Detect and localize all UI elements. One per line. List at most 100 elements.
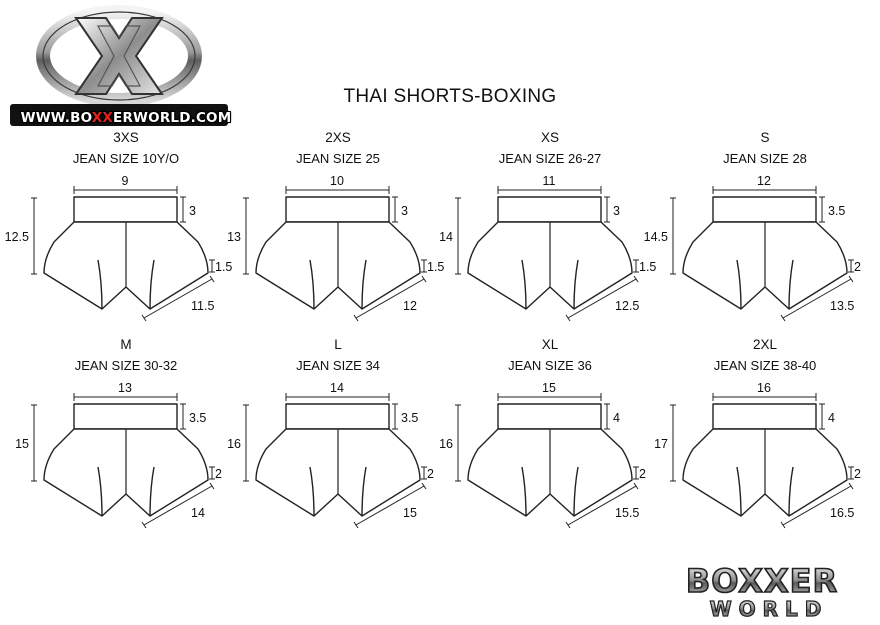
band-dimension: 3 bbox=[604, 196, 620, 223]
hem-value: 2 bbox=[427, 467, 434, 481]
brand-logo-bottom: BOXXER WORLD bbox=[655, 561, 870, 621]
band-value: 4 bbox=[613, 411, 620, 425]
size-name: S bbox=[760, 130, 770, 145]
leg-dimension: 12.5 bbox=[565, 275, 639, 322]
waistband-shape bbox=[285, 196, 390, 223]
hem-value: 1.5 bbox=[639, 260, 656, 274]
waist-value: 13 bbox=[118, 381, 132, 395]
hem-value: 1.5 bbox=[427, 260, 444, 274]
left-leg-line bbox=[309, 259, 315, 310]
band-value: 3.5 bbox=[828, 204, 845, 218]
xx-emblem-icon bbox=[10, 5, 228, 126]
hem-value: 1.5 bbox=[215, 260, 232, 274]
leg-value: 15 bbox=[403, 506, 417, 520]
leg-dimension: 15.5 bbox=[565, 482, 639, 529]
wordmark-line2: WORLD bbox=[710, 597, 829, 621]
left-leg-line bbox=[521, 259, 527, 310]
waist-value: 11 bbox=[543, 174, 556, 188]
length-value: 17 bbox=[654, 437, 668, 451]
right-leg-line bbox=[361, 259, 367, 310]
leg-dimension: 15 bbox=[353, 482, 427, 529]
waistband-shape bbox=[712, 196, 817, 223]
waist-value: 15 bbox=[542, 381, 556, 395]
waistband-shape bbox=[73, 403, 178, 430]
brand-logo-top: WWW.BOXXERWORLD.COM bbox=[8, 4, 231, 128]
jean-size: JEAN SIZE 36 bbox=[508, 358, 592, 373]
waistband-shape bbox=[497, 196, 602, 223]
hem-dimension: 2 bbox=[209, 466, 222, 481]
length-value: 14.5 bbox=[644, 230, 668, 244]
jean-size: JEAN SIZE 25 bbox=[296, 151, 380, 166]
left-leg-line bbox=[97, 466, 103, 517]
waist-value: 14 bbox=[330, 381, 344, 395]
leg-dimension: 16.5 bbox=[780, 482, 854, 529]
size-name: L bbox=[334, 337, 342, 352]
hem-dimension: 1.5 bbox=[421, 259, 444, 274]
waistband-shape bbox=[73, 196, 178, 223]
waist-dimension: 9 bbox=[73, 174, 178, 194]
size-name: XL bbox=[541, 337, 559, 352]
hem-dimension: 1.5 bbox=[633, 259, 656, 274]
wordmark-line1: BOXXER bbox=[686, 562, 838, 600]
size-name: M bbox=[120, 337, 132, 352]
waist-dimension: 14 bbox=[285, 381, 390, 401]
hem-dimension: 2 bbox=[848, 466, 861, 481]
jean-size: JEAN SIZE 26-27 bbox=[498, 151, 602, 166]
length-dimension: 13 bbox=[227, 197, 249, 275]
website-url: WWW.BOXXERWORLD.COM bbox=[20, 110, 232, 126]
leg-dimension: 12 bbox=[353, 275, 427, 322]
hem-dimension: 2 bbox=[848, 259, 861, 274]
right-leg-line bbox=[573, 259, 579, 310]
hem-value: 2 bbox=[854, 260, 861, 274]
band-dimension: 3.5 bbox=[392, 403, 418, 430]
waist-dimension: 16 bbox=[712, 381, 817, 401]
size-name: XS bbox=[540, 130, 559, 145]
leg-value: 14 bbox=[191, 506, 205, 520]
length-dimension: 14.5 bbox=[644, 197, 676, 275]
waist-value: 9 bbox=[122, 174, 129, 188]
length-value: 12.5 bbox=[5, 230, 29, 244]
hem-value: 2 bbox=[215, 467, 222, 481]
left-leg-line bbox=[521, 466, 527, 517]
waist-value: 10 bbox=[330, 174, 344, 188]
band-dimension: 3.5 bbox=[819, 196, 845, 223]
leg-dimension: 14 bbox=[141, 482, 215, 529]
length-dimension: 17 bbox=[654, 404, 676, 482]
waistband-shape bbox=[497, 403, 602, 430]
size-card: 3XS JEAN SIZE 10Y/O 9 3 12.5 1.5 11.5 bbox=[5, 130, 236, 340]
waist-dimension: 13 bbox=[73, 381, 178, 401]
jean-size: JEAN SIZE 34 bbox=[296, 358, 380, 373]
leg-value: 12.5 bbox=[615, 299, 639, 313]
shorts-diagram: 16 4 17 216.5 bbox=[654, 381, 861, 529]
leg-value: 11.5 bbox=[191, 299, 214, 313]
band-value: 3 bbox=[189, 204, 196, 218]
band-value: 4 bbox=[828, 411, 835, 425]
length-dimension: 16 bbox=[227, 404, 249, 482]
leg-dimension: 13.5 bbox=[780, 275, 854, 322]
right-leg-line bbox=[788, 466, 794, 517]
band-dimension: 4 bbox=[819, 403, 835, 430]
jean-size: JEAN SIZE 38-40 bbox=[713, 358, 817, 373]
jean-size: JEAN SIZE 10Y/O bbox=[72, 151, 180, 166]
hem-value: 2 bbox=[639, 467, 646, 481]
hem-value: 2 bbox=[854, 467, 861, 481]
right-leg-line bbox=[361, 466, 367, 517]
length-value: 15 bbox=[15, 437, 29, 451]
right-leg-line bbox=[149, 466, 155, 517]
size-name: 3XS bbox=[113, 130, 139, 145]
size-name: 2XL bbox=[752, 337, 778, 352]
shorts-diagram: 14 3.5 16 2 15 bbox=[227, 381, 434, 529]
size-name: 2XS bbox=[325, 130, 351, 145]
band-dimension: 3.5 bbox=[180, 403, 206, 430]
waistband-shape bbox=[285, 403, 390, 430]
waistband-shape bbox=[712, 403, 817, 430]
